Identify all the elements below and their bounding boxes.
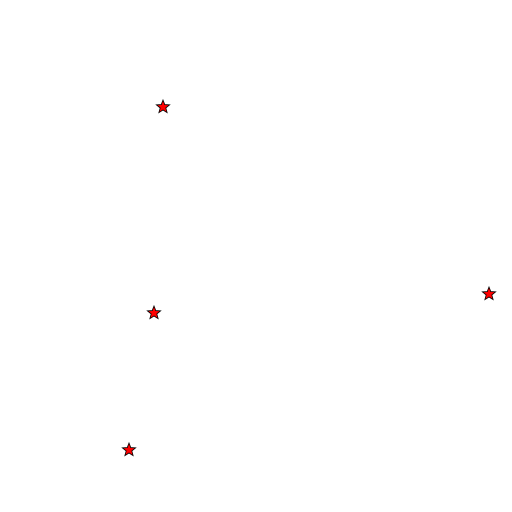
star-marker-icon[interactable]: [155, 98, 171, 114]
star-marker-icon[interactable]: [481, 285, 497, 301]
star-marker-icon[interactable]: [146, 304, 162, 320]
star-marker-icon[interactable]: [121, 441, 137, 457]
